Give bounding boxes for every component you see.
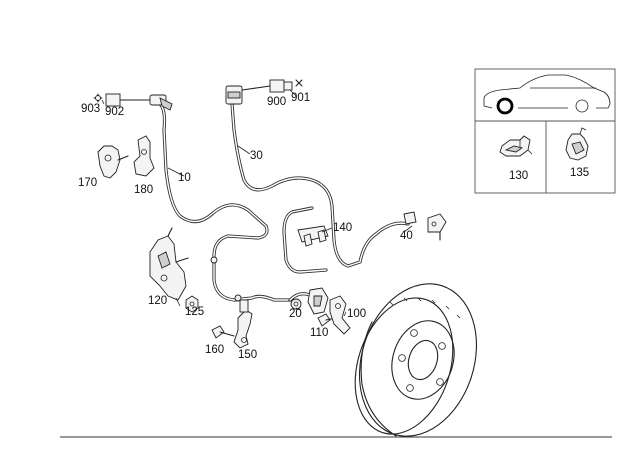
callout-110: 110	[310, 327, 328, 339]
callout-10: 10	[178, 172, 191, 184]
inset-frame	[474, 68, 616, 194]
callout-150: 150	[238, 349, 257, 361]
bracket-120	[149, 227, 189, 301]
car-side-view-icon	[483, 74, 611, 113]
connector-902	[105, 93, 173, 111]
callout-130: 130	[509, 170, 528, 182]
bolt-160	[211, 325, 235, 339]
callout-135: 135	[570, 167, 589, 179]
callout-30: 30	[250, 150, 263, 162]
bracket-100	[329, 295, 351, 335]
connector-900	[225, 79, 293, 105]
bracket-170	[97, 145, 129, 179]
clip-903	[93, 93, 103, 103]
part-135-icon	[565, 127, 589, 161]
leader-lines	[101, 89, 413, 317]
callout-160: 160	[205, 344, 224, 356]
clip-140	[297, 225, 329, 247]
callout-170: 170	[78, 177, 97, 189]
callout-125: 125	[185, 306, 204, 318]
bracket-180	[133, 135, 155, 177]
part-130-icon	[499, 135, 533, 157]
sensor-40	[403, 211, 447, 241]
callout-labels: 903 902 900 901 30 10 170 180 140 40 120…	[78, 92, 413, 361]
brake-disc	[354, 283, 478, 437]
callout-901: 901	[291, 92, 310, 104]
cable-10	[158, 102, 292, 302]
callout-20: 20	[289, 308, 302, 320]
callout-40: 40	[400, 230, 413, 242]
inset-panel: 130 135	[474, 68, 616, 194]
callout-100: 100	[347, 308, 366, 320]
nut-125	[185, 295, 199, 313]
callout-120: 120	[148, 295, 167, 307]
bracket-150	[233, 299, 253, 349]
wheel-position-marker	[496, 97, 514, 115]
clip-901	[295, 79, 303, 87]
callout-902: 902	[105, 106, 124, 118]
callout-180: 180	[134, 184, 153, 196]
callout-903: 903	[81, 103, 100, 115]
cable-30	[230, 102, 410, 302]
callout-140: 140	[333, 222, 352, 234]
sensor-20	[290, 298, 302, 310]
callout-900: 900	[267, 96, 286, 108]
sensor-holder	[307, 287, 329, 315]
